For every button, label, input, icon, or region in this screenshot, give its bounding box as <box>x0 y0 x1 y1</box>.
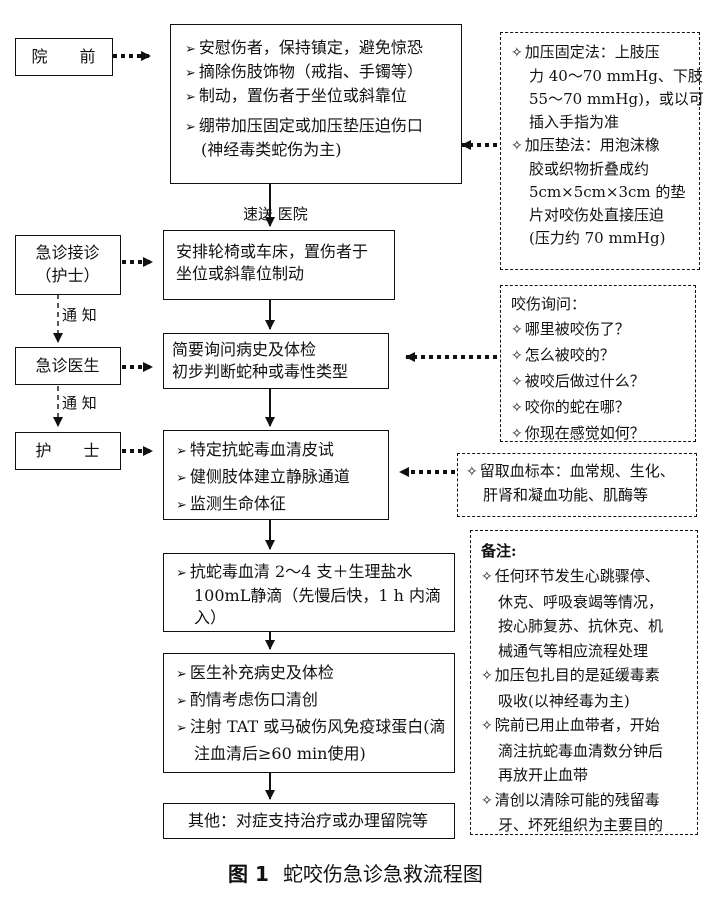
figure-caption: 图 1 蛇咬伤急诊急救流程图 <box>0 858 711 887</box>
history-line: 初步判断蛇种或毒性类型 <box>172 362 349 381</box>
role-er-doctor: 急诊医生 <box>15 347 121 385</box>
followup-item: ➢酌情考虑伤口清创 <box>176 690 318 709</box>
antivenom-line: 入） <box>194 608 227 627</box>
note-blood: ✧留取血标本：血常规、生化、 肝肾和凝血功能、肌酶等 <box>457 453 697 517</box>
other-text: 其他：对症支持治疗或办理留院等 <box>187 811 428 830</box>
label-transport: 速送 医院 <box>243 205 308 223</box>
blood-line: 肝肾和凝血功能、肌酶等 <box>483 486 649 504</box>
pressure-line: 5cm×5cm×3cm 的垫 <box>529 183 686 201</box>
care-item: ➢安慰伤者，保持镇定，避免惊恐 <box>185 38 423 57</box>
pressure-line: 片对咬伤处直接压迫 <box>529 206 665 224</box>
inquiry-item: ✧怎么被咬的？ <box>511 346 615 364</box>
inquiry-item: ✧咬你的蛇在哪？ <box>511 398 630 416</box>
role-triage-label-1: 急诊接诊 <box>35 243 100 262</box>
nursing-item: ➢特定抗蛇毒血清皮试 <box>176 440 334 459</box>
remark-line: 滴注抗蛇毒血清数分钟后 <box>498 741 664 760</box>
care-item: ➢绷带加压固定或加压垫压迫伤口 <box>185 116 423 135</box>
remark-line: ✧院前已用止血带者，开始 <box>481 716 660 734</box>
role-doctor-label: 急诊医生 <box>35 356 100 375</box>
remark-line: ✧任何环节发生心跳骤停、 <box>481 567 660 585</box>
step-reception: 安排轮椅或车床，置伤者于 坐位或斜靠位制动 <box>163 230 395 300</box>
role-triage-label-2: （护士） <box>35 266 100 285</box>
pressure-line: 插入手指为准 <box>529 113 620 131</box>
role-prehospital: 院 前 <box>15 38 113 76</box>
step-followup: ➢医生补充病史及体检 ➢酌情考虑伤口清创 ➢注射 TAT 或马破伤风免疫球蛋白(… <box>163 653 455 773</box>
pressure-line: (压力约 70 mmHg) <box>529 229 666 247</box>
remarks-title: 备注: <box>481 542 517 560</box>
blood-line: ✧留取血标本：血常规、生化、 <box>466 462 675 480</box>
label-notify-2: 通 知 <box>62 394 97 412</box>
pressure-line: ✧加压固定法：上肢压 <box>511 43 660 61</box>
history-line: 简要询问病史及体检 <box>172 340 317 359</box>
care-item: ➢摘除伤肢饰物（戒指、手镯等） <box>185 62 423 81</box>
remark-line: ✧加压包扎目的是延缓毒素 <box>481 666 660 684</box>
pressure-line: ✧加压垫法：用泡沫橡 <box>511 136 660 154</box>
followup-item-cont: 注血清后≥60 min使用) <box>194 744 366 763</box>
inquiry-item: ✧哪里被咬伤了？ <box>511 320 630 338</box>
antivenom-line: ➢抗蛇毒血清 2～4 支＋生理盐水 <box>176 562 413 581</box>
remark-line: 休克、呼吸衰竭等情况， <box>498 592 664 611</box>
remark-line: 吸收(以神经毒为主) <box>498 691 630 710</box>
reception-line: 坐位或斜靠位制动 <box>176 264 305 283</box>
step-nursing: ➢特定抗蛇毒血清皮试 ➢健侧肢体建立静脉通道 ➢监测生命体征 <box>163 430 389 520</box>
step-other: 其他：对症支持治疗或办理留院等 <box>163 803 455 839</box>
note-inquiry: 咬伤询问： ✧哪里被咬伤了？ ✧怎么被咬的？ ✧被咬后做过什么？ ✧咬你的蛇在哪… <box>500 285 696 442</box>
remark-line: 牙、坏死组织为主要目的 <box>498 816 664 834</box>
pressure-line: 55～70 mmHg)，或以可 <box>529 90 704 108</box>
role-triage-nurse: 急诊接诊 （护士） <box>15 235 121 295</box>
inquiry-title: 咬伤询问： <box>511 295 587 313</box>
role-prehospital-label: 院 前 <box>31 47 96 66</box>
inquiry-item: ✧你现在感觉如何？ <box>511 424 645 442</box>
care-item-note: (神经毒类蛇伤为主) <box>201 140 342 159</box>
inquiry-item: ✧被咬后做过什么？ <box>511 372 645 390</box>
remark-line: 按心肺复苏、抗休克、机 <box>498 617 664 635</box>
note-remarks: 备注: ✧任何环节发生心跳骤停、 休克、呼吸衰竭等情况， 按心肺复苏、抗休克、机… <box>470 530 698 835</box>
label-notify-1: 通 知 <box>62 306 97 324</box>
note-pressure: ✧加压固定法：上肢压 力 40～70 mmHg、下肢 55～70 mmHg)，或… <box>500 32 704 270</box>
figure-number: 图 1 <box>228 862 269 886</box>
role-nurse-label: 护 士 <box>35 441 100 460</box>
nursing-item: ➢监测生命体征 <box>176 494 286 513</box>
pressure-line: 力 40～70 mmHg、下肢 <box>529 67 703 85</box>
followup-item: ➢医生补充病史及体检 <box>176 663 334 682</box>
figure-title: 蛇咬伤急诊急救流程图 <box>282 862 483 886</box>
reception-line: 安排轮椅或车床，置伤者于 <box>176 242 369 261</box>
followup-item: ➢注射 TAT 或马破伤风免疫球蛋白(滴 <box>176 717 446 736</box>
pressure-line: 胶或织物折叠成约 <box>529 160 650 178</box>
remark-line: 械通气等相应流程处理 <box>498 641 649 660</box>
remark-line: ✧清创以清除可能的残留毒 <box>481 790 660 809</box>
care-item: ➢制动，置伤者于坐位或斜靠位 <box>185 86 407 105</box>
step-prehospital-care: ➢安慰伤者，保持镇定，避免惊恐 ➢摘除伤肢饰物（戒指、手镯等） ➢制动，置伤者于… <box>170 24 462 184</box>
step-antivenom: ➢抗蛇毒血清 2～4 支＋生理盐水 100mL静滴（先慢后快，1 h 内滴 入） <box>163 553 455 632</box>
remark-line: 再放开止血带 <box>498 766 589 784</box>
step-history: 简要询问病史及体检 初步判断蛇种或毒性类型 <box>163 333 389 389</box>
nursing-item: ➢健侧肢体建立静脉通道 <box>176 467 350 486</box>
antivenom-line: 100mL静滴（先慢后快，1 h 内滴 <box>194 586 441 605</box>
role-nurse: 护 士 <box>15 432 121 470</box>
